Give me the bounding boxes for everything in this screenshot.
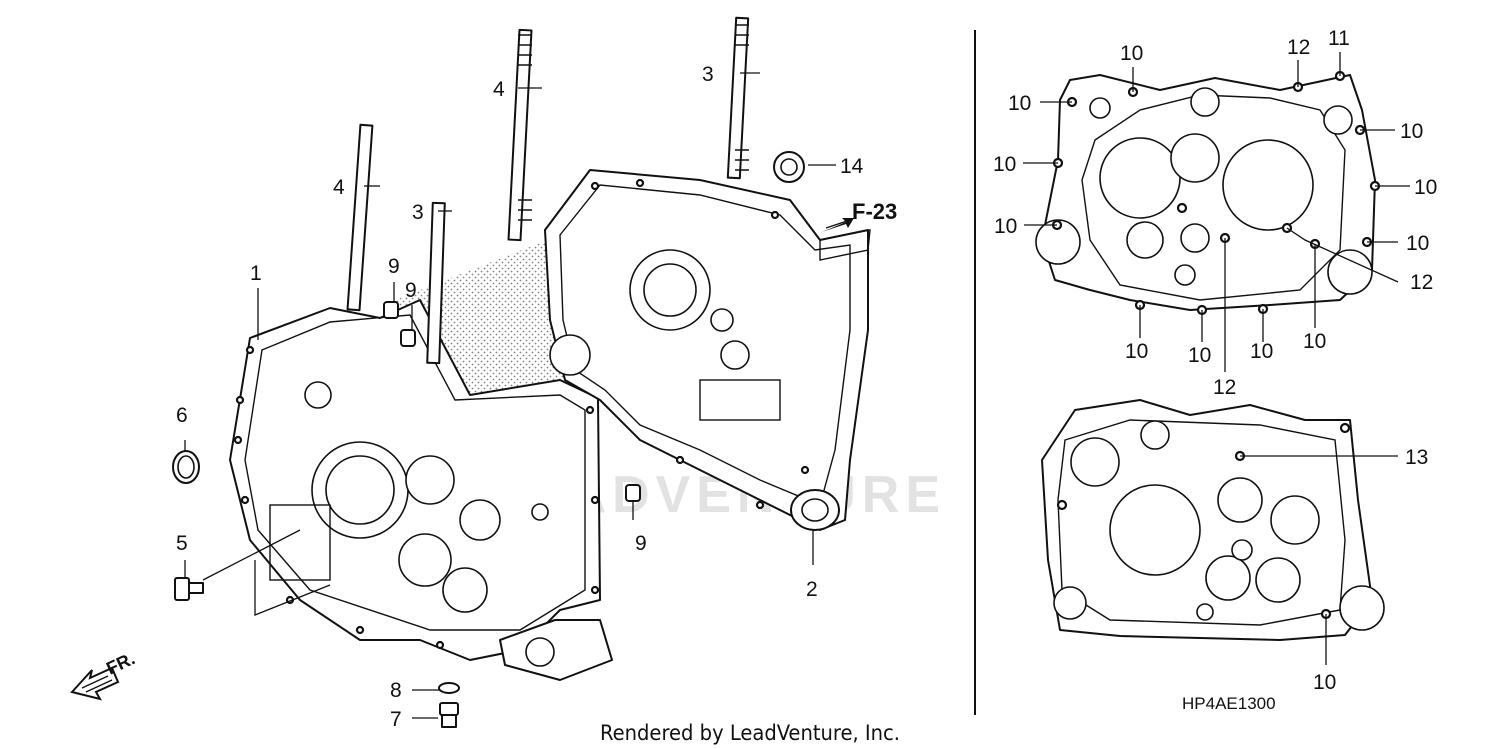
callout-10i: 10 <box>1400 120 1423 143</box>
callout-1: 1 <box>250 262 262 285</box>
front-arrow-icon <box>70 666 120 701</box>
dowel-pins <box>383 301 641 502</box>
section-reference-arrow <box>822 218 854 232</box>
callout-12a: 12 <box>1287 36 1310 59</box>
stud-bolts <box>346 16 750 365</box>
front-direction-indicator: FR. <box>70 648 138 701</box>
callout-7: 7 <box>390 708 402 731</box>
section-reference: F-23 <box>822 199 897 232</box>
left-crankcase-half <box>229 299 613 681</box>
diagram-code: HP4AE1300 <box>1182 694 1276 713</box>
right-crankcase-half <box>544 169 871 531</box>
flange-bolt <box>174 577 204 601</box>
callout-10b: 10 <box>1008 92 1031 115</box>
oil-seal <box>773 151 805 183</box>
callout-9b: 9 <box>405 279 417 302</box>
callout-8: 8 <box>390 679 402 702</box>
callout-10e: 10 <box>1125 340 1148 363</box>
callout-10l: 10 <box>1313 671 1336 694</box>
gasket-bottom-view <box>1041 399 1385 641</box>
callout-12c: 12 <box>1410 271 1433 294</box>
callout-9c: 9 <box>635 532 647 555</box>
callout-4b: 4 <box>333 176 345 199</box>
callout-10a: 10 <box>1120 42 1143 65</box>
callout-9a: 9 <box>388 255 400 278</box>
callout-10f: 10 <box>1188 344 1211 367</box>
callout-10j: 10 <box>1414 176 1437 199</box>
callout-3b: 3 <box>412 201 424 224</box>
callout-2: 2 <box>806 578 818 601</box>
callout-10d: 10 <box>994 215 1017 238</box>
gasket-top-view <box>1035 70 1381 316</box>
callout-11: 11 <box>1328 27 1350 50</box>
callout-14: 14 <box>840 155 864 178</box>
callout-4a: 4 <box>493 78 505 101</box>
callout-5: 5 <box>176 532 188 555</box>
credit-line: Rendered by LeadVenture, Inc. <box>600 721 900 745</box>
callout-10c: 10 <box>993 153 1016 176</box>
callout-10h: 10 <box>1303 330 1326 353</box>
o-ring <box>172 450 200 484</box>
drain-bolt-and-washer <box>438 682 460 728</box>
callout-6: 6 <box>176 404 188 427</box>
callout-12b: 12 <box>1213 376 1236 399</box>
callout-13: 13 <box>1405 446 1428 469</box>
section-reference-label: F-23 <box>852 199 897 224</box>
callout-labels: 1 2 3 3 4 4 5 6 7 8 9 9 9 10 10 10 10 10… <box>176 27 1437 731</box>
callout-3a: 3 <box>702 63 714 86</box>
callout-10g: 10 <box>1250 340 1273 363</box>
callout-10k: 10 <box>1406 232 1429 255</box>
